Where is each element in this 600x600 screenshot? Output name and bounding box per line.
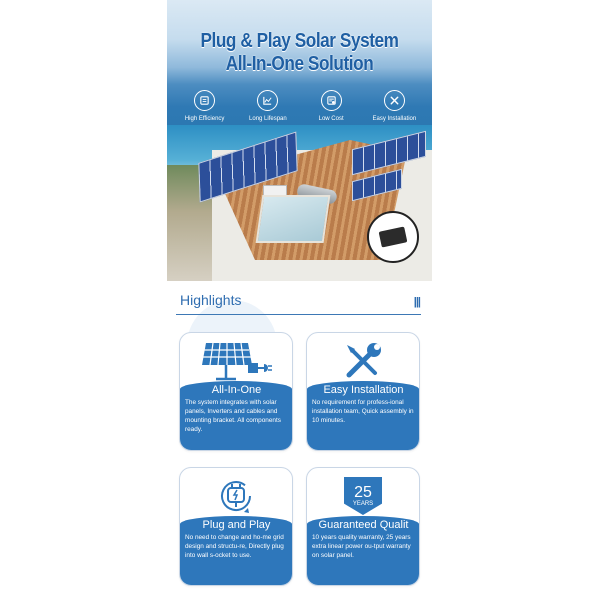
feature-label: Low Cost: [318, 116, 344, 122]
feature-label: Long Lifespan: [249, 116, 287, 122]
card-text: No need to change and ho-me grid design …: [185, 534, 284, 559]
inverter-icon: [378, 226, 408, 248]
feature-long-lifespan: Long Lifespan: [238, 90, 298, 122]
solar-panel-plug-icon: [180, 337, 292, 385]
micro-inverter-inset: [367, 211, 419, 263]
divider: [176, 314, 421, 315]
card-body: Easy Installation No requirement for pro…: [307, 381, 419, 450]
highlight-card-easy-installation: Easy Installation No requirement for pro…: [306, 332, 420, 451]
card-text: The system integrates with solar panels,…: [185, 399, 281, 433]
feature-label: High Efficiency: [184, 116, 225, 122]
card-body: Plug and Play No need to change and ho-m…: [180, 516, 292, 585]
cost-icon: [320, 90, 342, 111]
panel-icon: [194, 90, 216, 111]
badge-number: 25: [354, 484, 372, 501]
skylight: [255, 195, 331, 243]
badge-label: YEARS: [352, 501, 374, 507]
hero-banner: Plug & Play Solar System All-In-One Solu…: [167, 0, 432, 281]
warranty-badge: 25 YEARS: [344, 477, 382, 515]
tools-icon: [383, 90, 405, 111]
card-text: 10 years quality warranty, 25 years extr…: [312, 534, 411, 559]
plug-cycle-icon: [180, 472, 292, 520]
highlight-card-plug-and-play: Plug and Play No need to change and ho-m…: [179, 467, 293, 586]
card-title: Easy Installation: [323, 384, 404, 396]
product-page: Plug & Play Solar System All-In-One Solu…: [167, 0, 432, 600]
warranty-25-years-icon: 25 YEARS: [307, 472, 419, 520]
chart-icon: [257, 90, 279, 111]
hero-title-line1: Plug & Play Solar System: [200, 30, 399, 52]
card-title: Guaranteed Qualit: [318, 519, 409, 531]
wrench-screwdriver-icon: [307, 337, 419, 385]
bars-decoration-icon: |||: [413, 296, 421, 308]
feature-easy-installation: Easy Installation: [364, 90, 424, 122]
card-title: Plug and Play: [202, 519, 271, 531]
highlights-header: Highlights |||: [176, 292, 421, 315]
highlight-card-all-in-one: All-In-One The system integrates with so…: [179, 332, 293, 451]
feature-low-cost: Low Cost: [301, 90, 361, 122]
highlight-card-guaranteed-quality: 25 YEARS Guaranteed Qualit 10 years qual…: [306, 467, 420, 586]
card-body: All-In-One The system integrates with so…: [180, 381, 292, 450]
card-body: Guaranteed Qualit 10 years quality warra…: [307, 516, 419, 585]
feature-label: Easy Installation: [372, 116, 417, 122]
card-title: All-In-One: [211, 384, 262, 396]
card-text: No requirement for profess-ional install…: [312, 399, 414, 424]
feature-icons-row: High Efficiency Long Lifespan Low Cost E…: [167, 90, 432, 122]
feature-high-efficiency: High Efficiency: [175, 90, 235, 122]
highlights-title: Highlights: [180, 292, 242, 308]
hero-title-line2: All-In-One Solution: [225, 53, 374, 75]
